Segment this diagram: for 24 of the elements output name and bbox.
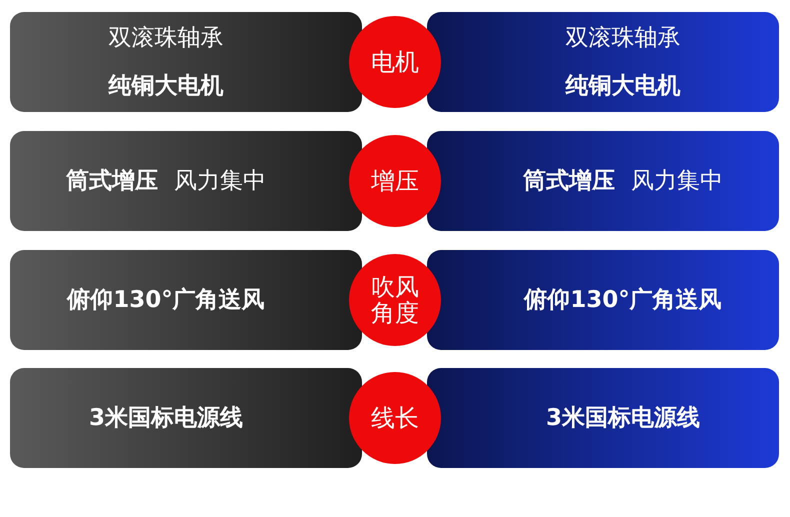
spec-text: 3米国标电源线: [88, 404, 243, 433]
spec-bar: [427, 131, 779, 231]
spec-text: 风力集中: [174, 166, 266, 196]
spec-text: 风力集中: [631, 166, 723, 196]
spec-text: 俯仰130°广角送风: [67, 286, 265, 315]
spec-text: 双滚珠轴承: [564, 24, 682, 53]
spec-bar: [427, 12, 779, 112]
feature-label: 吹风角度: [371, 274, 419, 326]
spec-bar: [10, 12, 362, 112]
spec-text: 纯铜大电机: [107, 72, 224, 101]
feature-label: 增压: [371, 168, 419, 194]
feature-label: 电机: [371, 48, 419, 76]
spec-text: 纯铜大电机: [564, 72, 682, 101]
spec-text: 俯仰130°广角送风: [524, 286, 722, 315]
spec-text: 筒式增压: [523, 166, 615, 196]
spec-bar: [10, 131, 362, 231]
spec-text: 筒式增压: [66, 166, 158, 196]
spec-bar: [10, 368, 362, 468]
feature-label: 线长: [371, 404, 419, 432]
spec-bar: [427, 368, 779, 468]
spec-text: 双滚珠轴承: [108, 24, 224, 53]
spec-bar: [427, 250, 779, 350]
spec-text: 3米国标电源线: [546, 404, 700, 433]
spec-bar: [10, 250, 362, 350]
